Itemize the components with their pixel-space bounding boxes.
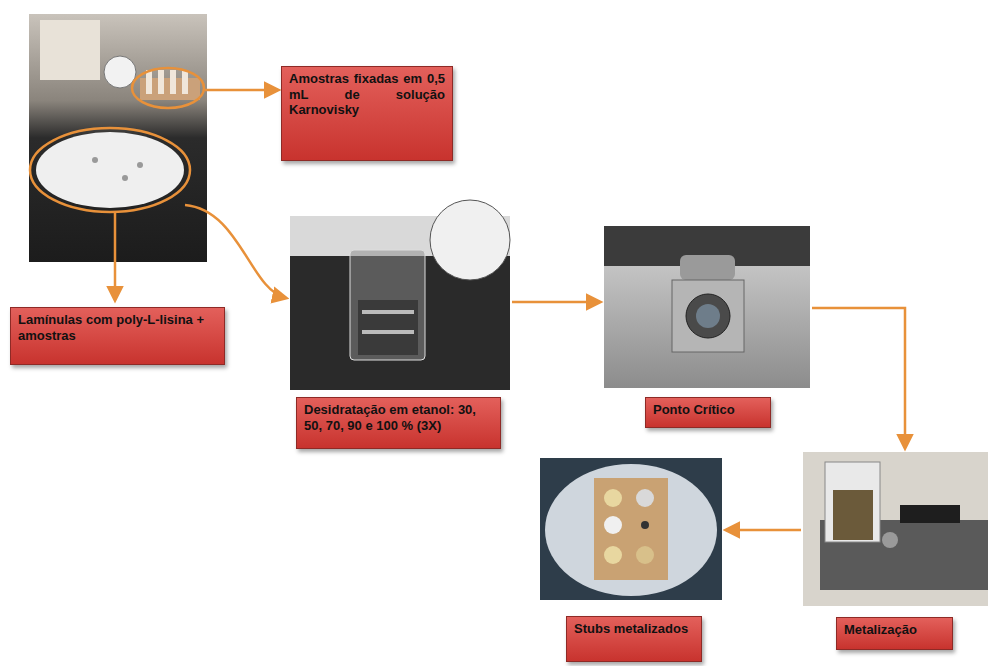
flow-arrow [812, 308, 905, 448]
process-label: Metalização [836, 617, 953, 650]
photo-sputter-coater [803, 452, 988, 606]
step-label: Ponto Crítico [653, 402, 763, 418]
process-label: Lamínulas com poly-L-lisina + amostras [10, 307, 225, 365]
step-label: Stubs metalizados [574, 621, 694, 637]
step-label: Desidratação em etanol: 30, 50, 70, 90 e… [304, 402, 493, 433]
flow-arrows [115, 90, 905, 530]
flow-arrow [114, 212, 117, 300]
step-label: Metalização [844, 622, 945, 638]
process-label: Desidratação em etanol: 30, 50, 70, 90 e… [296, 397, 501, 449]
flow-arrow [205, 89, 278, 92]
photo-stubs [540, 458, 722, 600]
photo-dehydration [290, 200, 510, 390]
flow-arrow [726, 529, 801, 532]
step-label: Amostras fixadas em 0,5 mL de solução Ka… [289, 71, 445, 118]
flow-arrow [512, 301, 600, 304]
process-label: Stubs metalizados [566, 616, 702, 662]
process-label: Amostras fixadas em 0,5 mL de solução Ka… [281, 66, 453, 161]
photo-critical-point [604, 226, 810, 388]
flow-arrow [185, 205, 286, 298]
photo-samples [29, 14, 207, 262]
step-label: Lamínulas com poly-L-lisina + amostras [18, 312, 217, 343]
process-label: Ponto Crítico [645, 397, 771, 428]
